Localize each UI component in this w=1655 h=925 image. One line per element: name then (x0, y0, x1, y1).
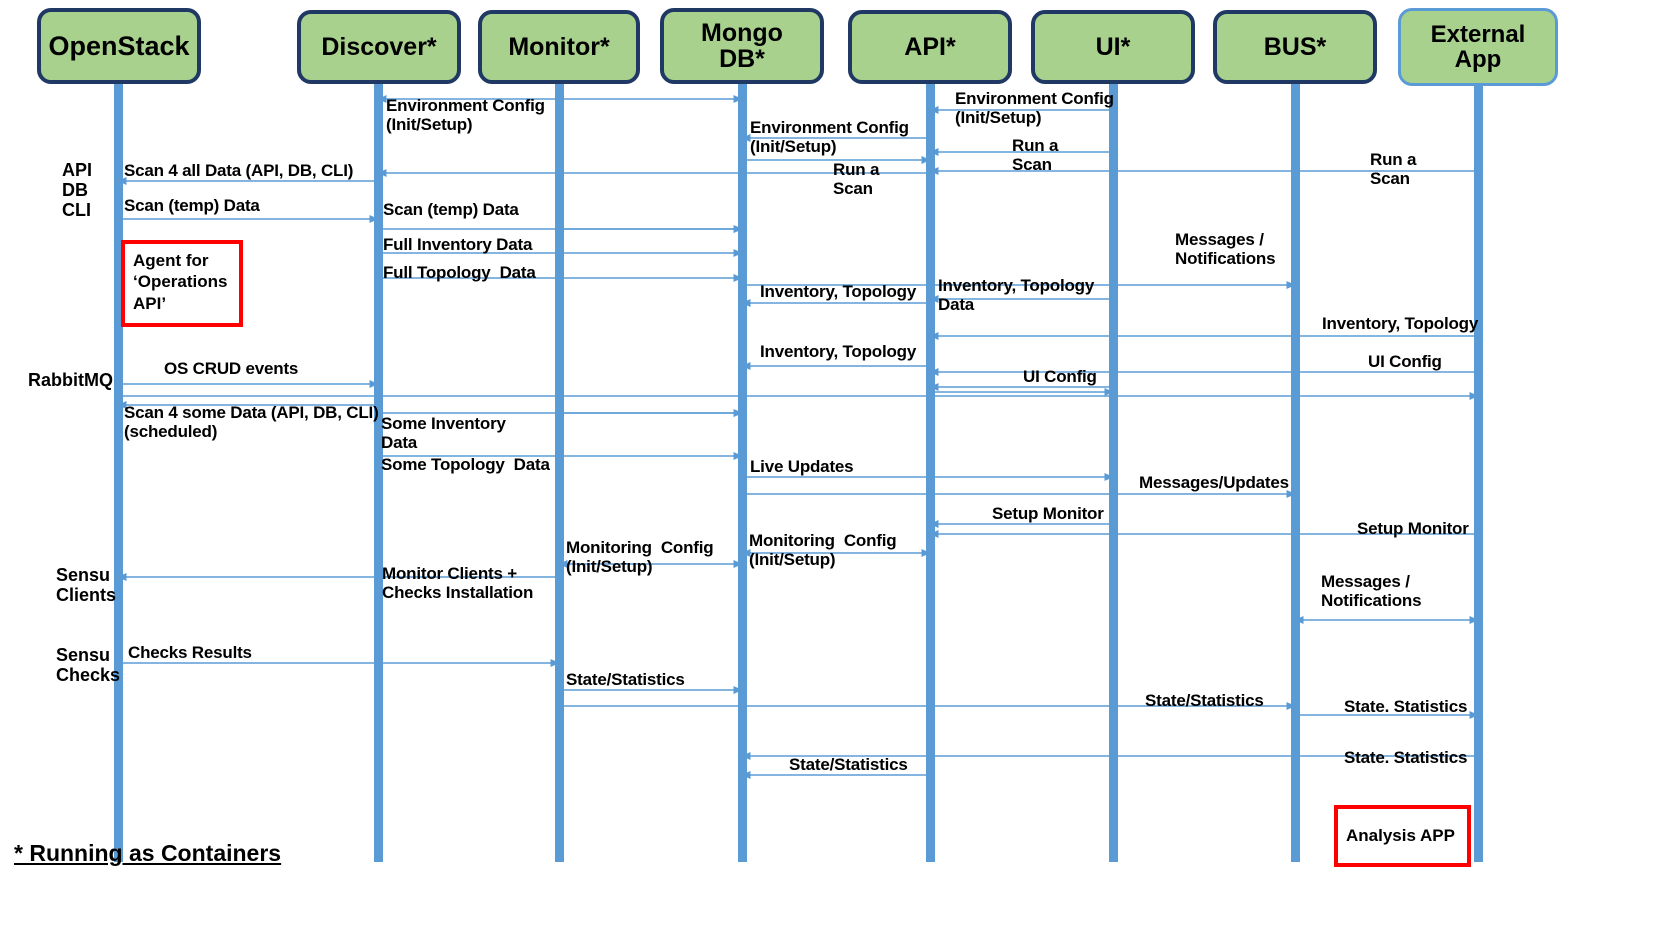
message-label-m42: State/Statistics (789, 755, 908, 774)
participant-label: OpenStack (48, 30, 190, 61)
message-label-m11: Scan (temp) Data (383, 200, 519, 219)
message-label-m41: State. Statistics (1344, 748, 1468, 767)
message-label-m22: OS CRUD events (164, 359, 299, 378)
side-label-sensu-clients: Sensu Clients (56, 565, 117, 606)
participant-label: Discover* (321, 32, 437, 61)
message-label-m03: Environment Config (Init/Setup) (955, 89, 1114, 128)
message-label-m40: State. Statistics (1344, 697, 1468, 716)
participant-label: API* (904, 32, 956, 61)
message-label-m20: UI Config (1023, 367, 1097, 386)
participant-external[interactable]: External App (1398, 8, 1558, 86)
lifeline-api (926, 84, 935, 862)
participant-label: Mongo DB* (701, 18, 783, 73)
footer-note: * Running as Containers (14, 840, 282, 866)
lifeline-bus (1291, 84, 1300, 862)
message-label-m15: Messages / Notifications (1175, 230, 1276, 269)
lifeline-discover (374, 84, 383, 862)
message-label-m31: Setup Monitor (992, 504, 1104, 523)
message-label-m38: State/Statistics (566, 670, 685, 689)
message-label-m35: Monitor Clients + Checks Installation (382, 564, 534, 603)
message-label-m30: Messages/Updates (1139, 473, 1289, 492)
message-label-m39: State/Statistics (1145, 691, 1264, 710)
message-label-m26: Some Inventory Data (381, 414, 506, 453)
participant-label: Monitor* (508, 32, 610, 61)
participant-ui[interactable]: UI* (1031, 10, 1195, 84)
lifeline-ui (1109, 84, 1118, 862)
message-label-m17: Inventory, Topology Data (938, 276, 1095, 315)
lifeline-external (1474, 84, 1483, 862)
message-label-m18: Inventory, Topology (1322, 314, 1479, 333)
participant-monitor[interactable]: Monitor* (478, 10, 640, 84)
participant-mongodb[interactable]: Mongo DB* (660, 8, 824, 84)
callout-agent-note: Agent for ‘Operations API’ (121, 240, 243, 327)
participant-label: UI* (1095, 32, 1131, 61)
participant-label: BUS* (1263, 32, 1327, 61)
message-label-m19: Inventory, Topology (760, 342, 917, 361)
callout-analysis-note: Analysis APP (1334, 805, 1471, 867)
lifeline-monitor (555, 84, 564, 862)
message-label-m25: Scan 4 some Data (API, DB, CLI) (schedul… (124, 403, 379, 442)
callout-text: Analysis APP (1346, 826, 1455, 846)
message-label-m05: Run a Scan (1012, 136, 1059, 175)
participant-api[interactable]: API* (848, 10, 1012, 84)
message-label-m33: Monitoring Config (Init/Setup) (749, 531, 897, 570)
participant-discover[interactable]: Discover* (297, 10, 461, 84)
participant-openstack[interactable]: OpenStack (37, 8, 201, 84)
message-label-m36: Messages / Notifications (1321, 572, 1422, 611)
message-label-m16: Inventory, Topology (760, 282, 917, 301)
message-label-m32: Setup Monitor (1357, 519, 1469, 538)
message-label-m21: UI Config (1368, 352, 1442, 371)
message-label-m37: Checks Results (128, 643, 252, 662)
side-label-api-db-cli: API DB CLI (62, 160, 93, 221)
message-label-m10: Scan (temp) Data (124, 196, 260, 215)
message-label-m09: Run a Scan (1370, 150, 1417, 189)
side-label-rabbitmq: RabbitMQ (28, 370, 113, 390)
message-label-m04: Environment Config (Init/Setup) (750, 118, 909, 157)
lifeline-openstack (114, 84, 123, 862)
side-label-sensu-checks: Sensu Checks (56, 645, 121, 686)
participant-bus[interactable]: BUS* (1213, 10, 1377, 84)
participant-label: External App (1430, 20, 1526, 73)
message-label-m34: Monitoring Config (Init/Setup) (566, 538, 714, 577)
message-label-m13: Full Inventory Data (383, 235, 533, 254)
message-label-m29: Live Updates (750, 457, 854, 476)
message-label-m14: Full Topology Data (383, 263, 536, 282)
message-label-m28: Some Topology Data (381, 455, 550, 474)
callout-text: Agent for ‘Operations API’ (133, 251, 228, 313)
message-label-m01: Environment Config (Init/Setup) (386, 96, 545, 135)
message-label-m06: Run a Scan (833, 160, 880, 199)
lifeline-mongodb (738, 84, 747, 862)
message-label-m07: Scan 4 all Data (API, DB, CLI) (124, 161, 354, 180)
